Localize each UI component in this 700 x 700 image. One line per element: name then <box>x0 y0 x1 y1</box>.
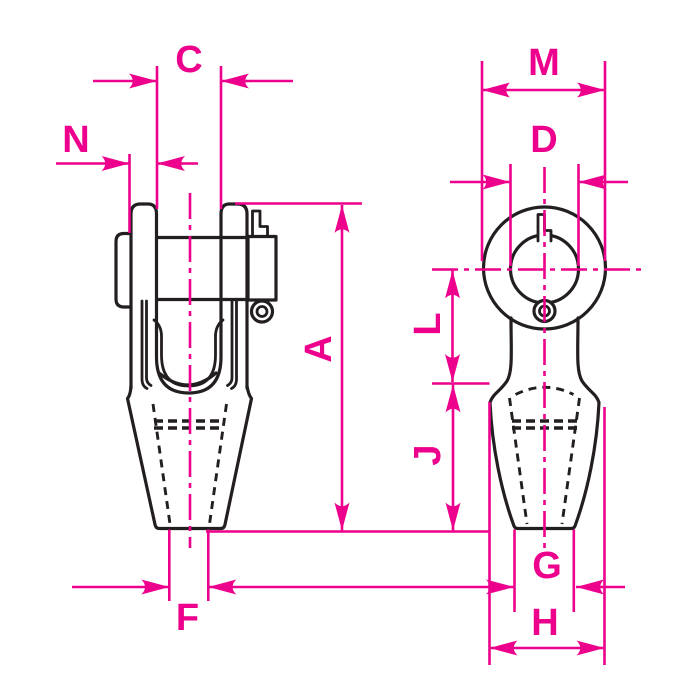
side-pin-head <box>114 231 133 309</box>
dimension-h-lines <box>488 402 606 665</box>
dimension-label-j: J <box>407 444 449 466</box>
dimension-label-g: G <box>532 545 562 587</box>
dimension-n-lines <box>56 154 198 233</box>
dimension-label-m: M <box>528 42 560 84</box>
side-pin-nut <box>246 234 278 302</box>
front-cavity-hidden-left <box>508 397 529 525</box>
side-bowl-lip-arc <box>157 371 218 387</box>
side-cavity-hidden-right <box>208 403 228 525</box>
side-cotter-pin-tab <box>251 209 269 238</box>
side-view-drawing <box>114 202 278 531</box>
dimension-l-lines <box>432 270 490 385</box>
dimension-label-a: A <box>298 335 340 363</box>
side-cotter-ring-outer <box>249 299 275 324</box>
side-cotter-ring-inner <box>255 305 269 318</box>
front-cavity-hidden-right <box>560 397 581 525</box>
dimension-label-f: F <box>175 597 200 639</box>
side-ear-groove-left-outer <box>140 299 149 390</box>
dimension-g-lines <box>513 529 625 612</box>
dimension-label-n: N <box>62 119 90 161</box>
side-ear-groove-left-inner <box>145 299 153 387</box>
dimension-d-lines <box>450 164 628 266</box>
side-cavity-hidden-left <box>151 403 172 525</box>
dimension-m-lines <box>480 61 607 261</box>
side-ear-groove-right-inner <box>226 299 234 387</box>
dimension-label-c: C <box>175 39 203 81</box>
dimension-label-d: D <box>530 119 558 161</box>
dimension-label-l: L <box>407 312 449 336</box>
dimension-a-lines <box>235 202 362 531</box>
centerlines <box>188 167 646 548</box>
side-ear-groove-right-outer <box>230 299 238 390</box>
dimension-f-lines <box>72 529 514 601</box>
dimension-label-h: H <box>531 602 559 644</box>
dimension-c-lines <box>93 66 293 209</box>
